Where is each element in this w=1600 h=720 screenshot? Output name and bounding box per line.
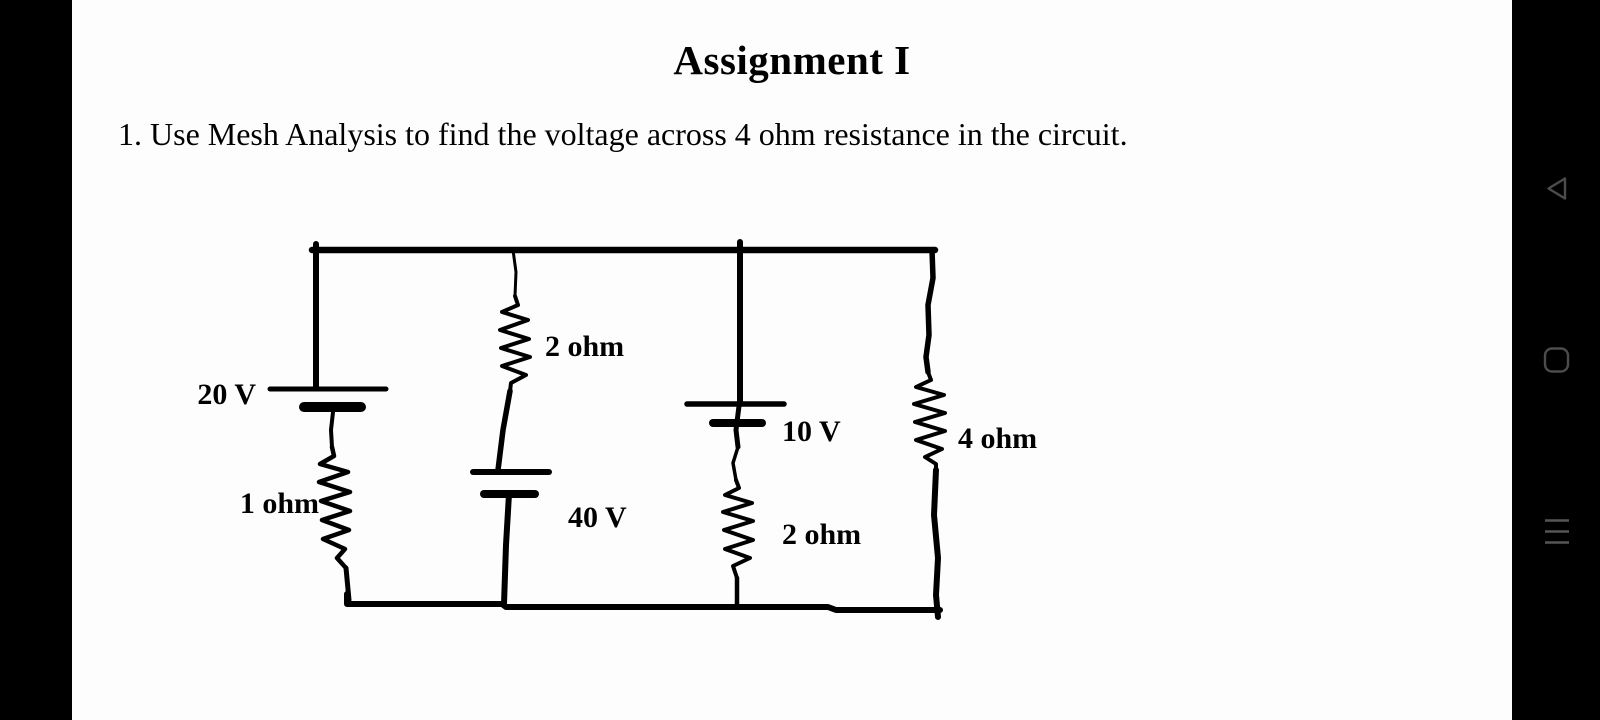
wire-40v-to-bottom bbox=[501, 491, 512, 607]
wire-bottom bbox=[344, 591, 943, 613]
resistor-4ohm bbox=[912, 370, 947, 472]
question-text: 1. Use Mesh Analysis to find the voltage… bbox=[118, 116, 1128, 152]
document-page: Assignment I 1. Use Mesh Analysis to fin… bbox=[72, 0, 1512, 720]
resistor-2ohm-top bbox=[498, 294, 532, 393]
menu-button[interactable] bbox=[1536, 511, 1576, 551]
wire-4ohm-to-bottom bbox=[931, 467, 941, 620]
back-button[interactable] bbox=[1536, 169, 1576, 209]
android-nav-bar bbox=[1512, 0, 1600, 720]
left-black-bar bbox=[0, 0, 72, 720]
wire-20v-to-r1 bbox=[329, 410, 335, 449]
page-title: Assignment I bbox=[673, 37, 911, 83]
wire-r2-to-40v bbox=[495, 388, 513, 473]
home-icon bbox=[1543, 347, 1570, 373]
label-1ohm: 1 ohm bbox=[240, 487, 319, 520]
menu-icon bbox=[1545, 519, 1569, 544]
label-40v: 40 V bbox=[568, 501, 627, 534]
wire-mid-top bbox=[511, 248, 518, 298]
label-2ohm-top: 2 ohm bbox=[545, 330, 624, 363]
resistor-1ohm bbox=[316, 444, 353, 571]
back-icon bbox=[1547, 177, 1567, 200]
home-button[interactable] bbox=[1536, 340, 1576, 380]
label-2ohm-right: 2 ohm bbox=[782, 518, 861, 551]
wire-10v-to-r2 bbox=[731, 445, 740, 482]
wire-r1-to-bottom bbox=[343, 565, 352, 603]
wire-right-outer-top bbox=[923, 247, 936, 375]
label-4ohm: 4 ohm bbox=[958, 422, 1037, 455]
wire-10v-stem bbox=[733, 403, 742, 450]
label-20v: 20 V bbox=[197, 378, 256, 411]
label-10v: 10 V bbox=[782, 415, 841, 448]
resistor-2ohm-right bbox=[721, 478, 755, 580]
